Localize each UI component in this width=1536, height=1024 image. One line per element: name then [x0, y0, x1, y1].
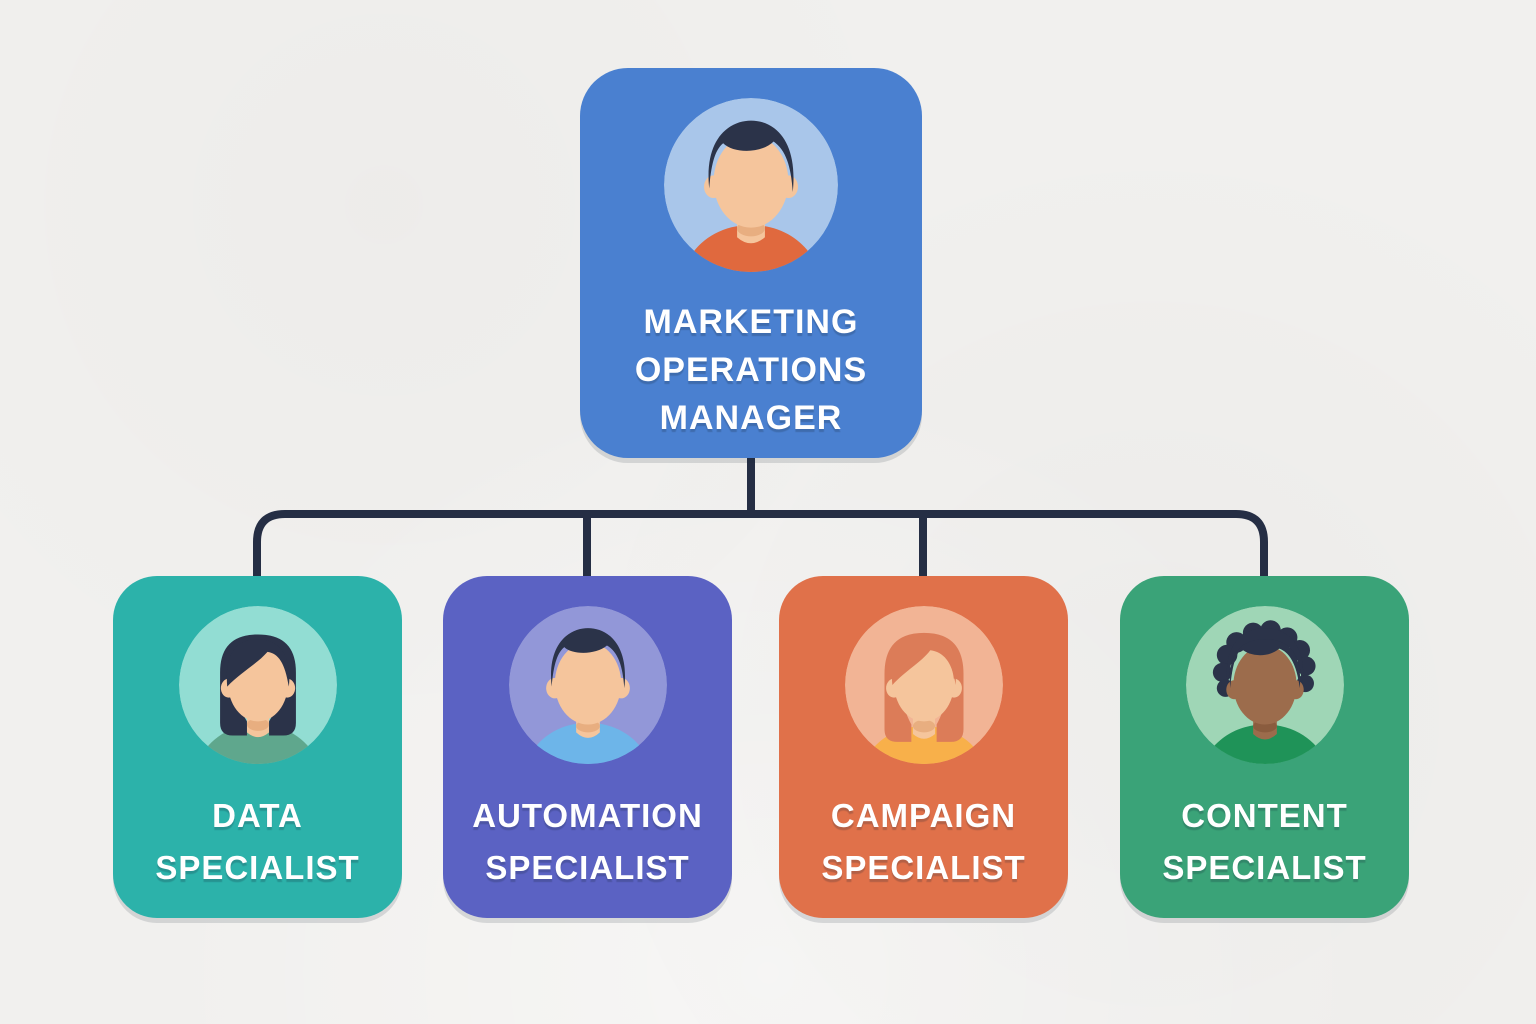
avatar-woman-bob-dark-hair-sage-shirt	[178, 606, 337, 764]
org-node-automation-specialist: AUTOMATION SPECIALIST	[443, 576, 732, 918]
org-node-marketing-operations-manager: MARKETING OPERATIONS MANAGER	[580, 68, 922, 458]
org-node-title: CAMPAIGN SPECIALIST	[821, 797, 1026, 886]
avatar-man-short-dark-hair-orange-shirt	[664, 98, 838, 272]
org-node-content-specialist: CONTENT SPECIALIST	[1120, 576, 1409, 918]
connector-rail	[253, 510, 1268, 578]
avatar-woman-bob-terracotta-hair-amber-shirt	[844, 606, 1003, 764]
avatar-man-afro-dark-hair-green-shirt	[1185, 606, 1344, 764]
avatar-man-short-dark-hair-blue-shirt	[508, 606, 667, 764]
org-node-campaign-specialist: CAMPAIGN SPECIALIST	[779, 576, 1068, 918]
org-node-data-specialist: DATA SPECIALIST	[113, 576, 402, 918]
org-node-title: DATA SPECIALIST	[155, 797, 360, 886]
org-node-title: MARKETING OPERATIONS MANAGER	[634, 303, 868, 437]
org-node-title: CONTENT SPECIALIST	[1162, 797, 1367, 886]
org-node-title: AUTOMATION SPECIALIST	[472, 797, 703, 886]
